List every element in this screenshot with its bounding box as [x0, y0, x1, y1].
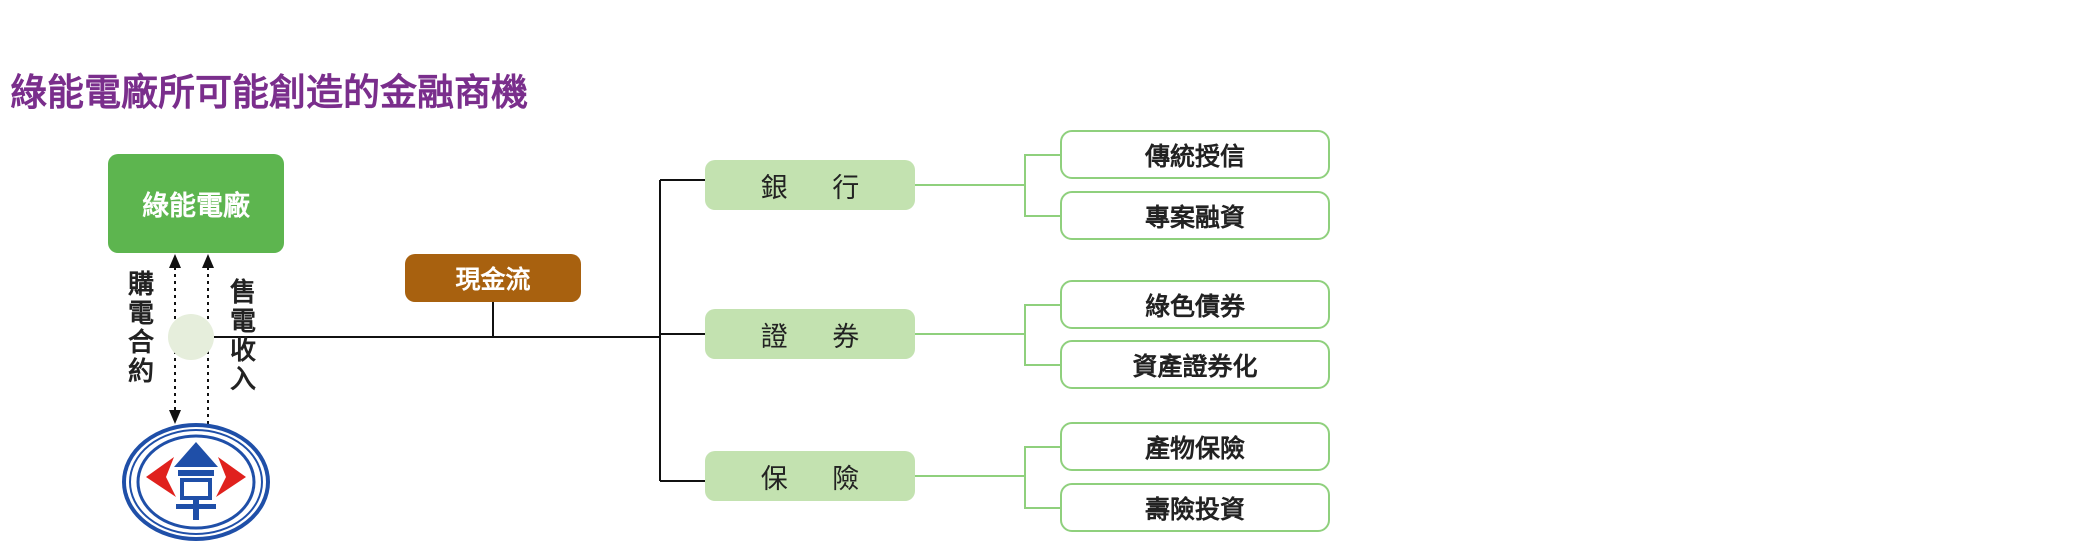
income-arrow-up-head	[202, 254, 214, 268]
branch-securities: 證 券	[705, 309, 915, 359]
leaf-life-insurance-investment: 壽險投資	[1060, 483, 1330, 532]
branch-bank: 銀 行	[705, 160, 915, 210]
sales-income-label: 售電收入	[229, 278, 256, 395]
leaf-green-bonds: 綠色債券	[1060, 280, 1330, 329]
purchase-contract-label: 購電合約	[127, 270, 154, 387]
taipower-logo	[122, 423, 270, 541]
green-power-plant-node: 綠能電廠	[108, 154, 284, 253]
cash-flow-node: 現金流	[405, 254, 581, 302]
leaf-asset-securitization: 資產證券化	[1060, 340, 1330, 389]
page-title: 綠能電廠所可能創造的金融商機	[10, 70, 528, 114]
branch-insurance: 保 險	[705, 451, 915, 501]
leaf-project-finance: 專案融資	[1060, 191, 1330, 240]
leaf-property-insurance: 產物保險	[1060, 422, 1330, 471]
hub-circle	[168, 314, 214, 360]
leaf-traditional-credit: 傳統授信	[1060, 130, 1330, 179]
contract-arrow-up-head	[169, 254, 181, 268]
contract-arrow-down-head	[169, 410, 181, 424]
